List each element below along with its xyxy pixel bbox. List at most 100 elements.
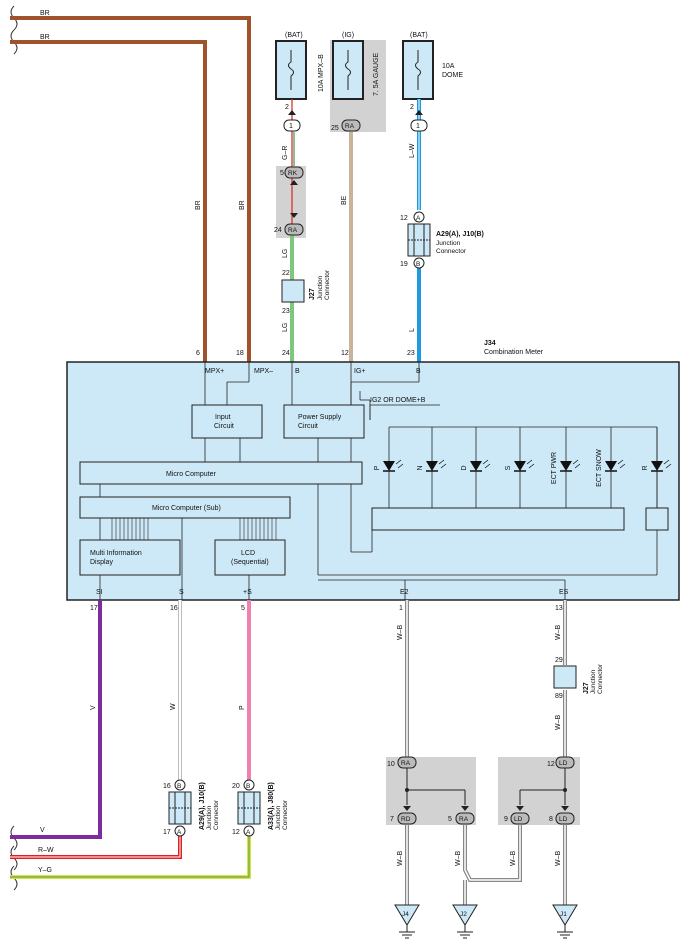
svg-text:23: 23 bbox=[282, 308, 290, 315]
svg-text:RA: RA bbox=[288, 227, 298, 234]
label-mpx-plus: MPX+ bbox=[205, 368, 224, 375]
svg-text:10A MPX–B: 10A MPX–B bbox=[318, 54, 325, 92]
lcd-box: LCD (Sequential) bbox=[214, 539, 286, 576]
svg-text:RA: RA bbox=[345, 123, 355, 130]
r-led-driver-box bbox=[645, 507, 669, 531]
svg-text:1: 1 bbox=[289, 123, 293, 130]
wire-label-lg-2: LG bbox=[282, 323, 289, 332]
wire-label-rw: R–W bbox=[38, 847, 54, 854]
wire-label-br-top: BR bbox=[40, 10, 50, 17]
svg-text:RA: RA bbox=[459, 816, 469, 823]
wire-label-w: W bbox=[170, 703, 177, 710]
wire-label-yg: Y–G bbox=[38, 867, 52, 874]
svg-text:J1: J1 bbox=[560, 911, 567, 918]
led-n: N bbox=[417, 427, 447, 508]
svg-text:DOME: DOME bbox=[442, 72, 463, 79]
wire-label-v-bottom: V bbox=[40, 827, 45, 834]
connector-ra-gauge: RA bbox=[341, 119, 361, 132]
led-ect-pwr: ECT PWR bbox=[551, 427, 581, 508]
label-ig-plus: IG+ bbox=[354, 368, 365, 375]
svg-text:B: B bbox=[416, 261, 420, 268]
connector-rk: 5 RK 24 RA bbox=[274, 166, 304, 236]
svg-text:RD: RD bbox=[401, 816, 411, 823]
wire-label-lg-1: LG bbox=[282, 249, 289, 258]
svg-text:Connector: Connector bbox=[436, 248, 467, 255]
pin-gauge-25: 25 bbox=[331, 125, 339, 132]
led-ect-snow: ECT SNOW bbox=[596, 427, 626, 508]
svg-text:Power Supply: Power Supply bbox=[298, 414, 342, 421]
junction-a29-bottom: 16 B 17 A A29(A), J10(B) Junction Connec… bbox=[163, 779, 220, 837]
pin-si-17: 17 bbox=[90, 605, 98, 612]
connector-1-mpxb: 1 bbox=[283, 110, 301, 132]
ground-j1: J1 bbox=[552, 904, 578, 939]
wire-label-wb-7: W–B bbox=[555, 851, 562, 867]
svg-text:Junction: Junction bbox=[275, 805, 282, 830]
wire-label-gr: G–R bbox=[282, 146, 289, 160]
wire-rw bbox=[10, 836, 182, 859]
svg-text:J27: J27 bbox=[583, 682, 590, 694]
svg-text:Input: Input bbox=[215, 414, 231, 421]
multi-info-display-box: Multi Information Display bbox=[79, 539, 181, 576]
led-label: ECT PWR bbox=[551, 452, 558, 484]
wire-label-wb-5: W–B bbox=[455, 851, 462, 867]
svg-text:Junction: Junction bbox=[317, 275, 324, 300]
ground-j4: J4 bbox=[394, 904, 420, 939]
svg-text:Junction: Junction bbox=[206, 805, 213, 830]
svg-text:Multi Information: Multi Information bbox=[90, 550, 142, 557]
svg-text:A: A bbox=[246, 829, 251, 836]
wire-label-wb-6: W–B bbox=[510, 851, 517, 867]
junction-a29-top: 12 A 19 B A29(A), J10(B) Junction Connec… bbox=[400, 211, 484, 269]
svg-text:24: 24 bbox=[274, 227, 282, 234]
label-es: ES bbox=[559, 589, 569, 596]
svg-text:Circuit: Circuit bbox=[298, 423, 318, 430]
svg-text:29: 29 bbox=[555, 657, 563, 664]
svg-text:12: 12 bbox=[232, 829, 240, 836]
svg-text:19: 19 bbox=[400, 261, 408, 268]
wire-break-marks-top bbox=[10, 5, 18, 55]
wire-br-18 bbox=[10, 16, 251, 362]
svg-text:(BAT): (BAT) bbox=[410, 32, 428, 39]
led-p: P bbox=[374, 427, 404, 508]
svg-text:5: 5 bbox=[280, 170, 284, 177]
led-r: R bbox=[642, 427, 672, 508]
svg-text:9: 9 bbox=[504, 816, 508, 823]
svg-text:J4: J4 bbox=[402, 911, 409, 918]
led-label: R bbox=[642, 465, 649, 470]
svg-text:LD: LD bbox=[559, 816, 568, 823]
wire-label-v: V bbox=[90, 705, 97, 710]
led-label: N bbox=[417, 465, 424, 470]
pin-plus-s-5: 5 bbox=[241, 605, 245, 612]
svg-text:1: 1 bbox=[416, 123, 420, 130]
svg-text:RA: RA bbox=[401, 760, 411, 767]
wire-wb-inner bbox=[406, 600, 566, 905]
pin-meter-18: 18 bbox=[236, 350, 244, 357]
meter-id: J34 bbox=[484, 340, 496, 347]
label-b2: B bbox=[416, 368, 421, 375]
svg-text:A33(A), J80(B): A33(A), J80(B) bbox=[268, 782, 275, 830]
splice-ld-bottom: 12 LD 9 LD 8 LD bbox=[504, 756, 575, 825]
svg-text:Connector: Connector bbox=[597, 663, 604, 694]
micro-computer-box: Micro Computer bbox=[79, 461, 363, 485]
svg-text:(IG): (IG) bbox=[342, 32, 354, 39]
svg-text:Micro Computer: Micro Computer bbox=[166, 471, 216, 478]
wire-label-wb-2: W–B bbox=[555, 625, 562, 641]
svg-text:7. 5A GAUGE: 7. 5A GAUGE bbox=[373, 52, 380, 96]
svg-text:J2: J2 bbox=[460, 911, 467, 918]
wire-label-wb-4: W–B bbox=[397, 851, 404, 867]
pin-mpxb-2: 2 bbox=[285, 104, 289, 111]
svg-text:Junction: Junction bbox=[436, 240, 461, 247]
svg-text:12: 12 bbox=[400, 215, 408, 222]
svg-text:A29(A), J10(B): A29(A), J10(B) bbox=[199, 782, 206, 830]
pin-meter-6: 6 bbox=[196, 350, 200, 357]
splice-ra-bottom: 10 RA 7 RD 5 RA bbox=[387, 756, 475, 825]
wire-label-br-vert-1: BR bbox=[195, 200, 202, 210]
svg-text:Circuit: Circuit bbox=[214, 423, 234, 430]
fuse-dome: (BAT) 10A DOME bbox=[402, 32, 463, 100]
internal-wiring bbox=[99, 362, 658, 600]
svg-text:8: 8 bbox=[549, 816, 553, 823]
svg-text:A: A bbox=[416, 215, 421, 222]
wire-wb-group bbox=[405, 600, 567, 905]
svg-text:Display: Display bbox=[90, 559, 113, 566]
